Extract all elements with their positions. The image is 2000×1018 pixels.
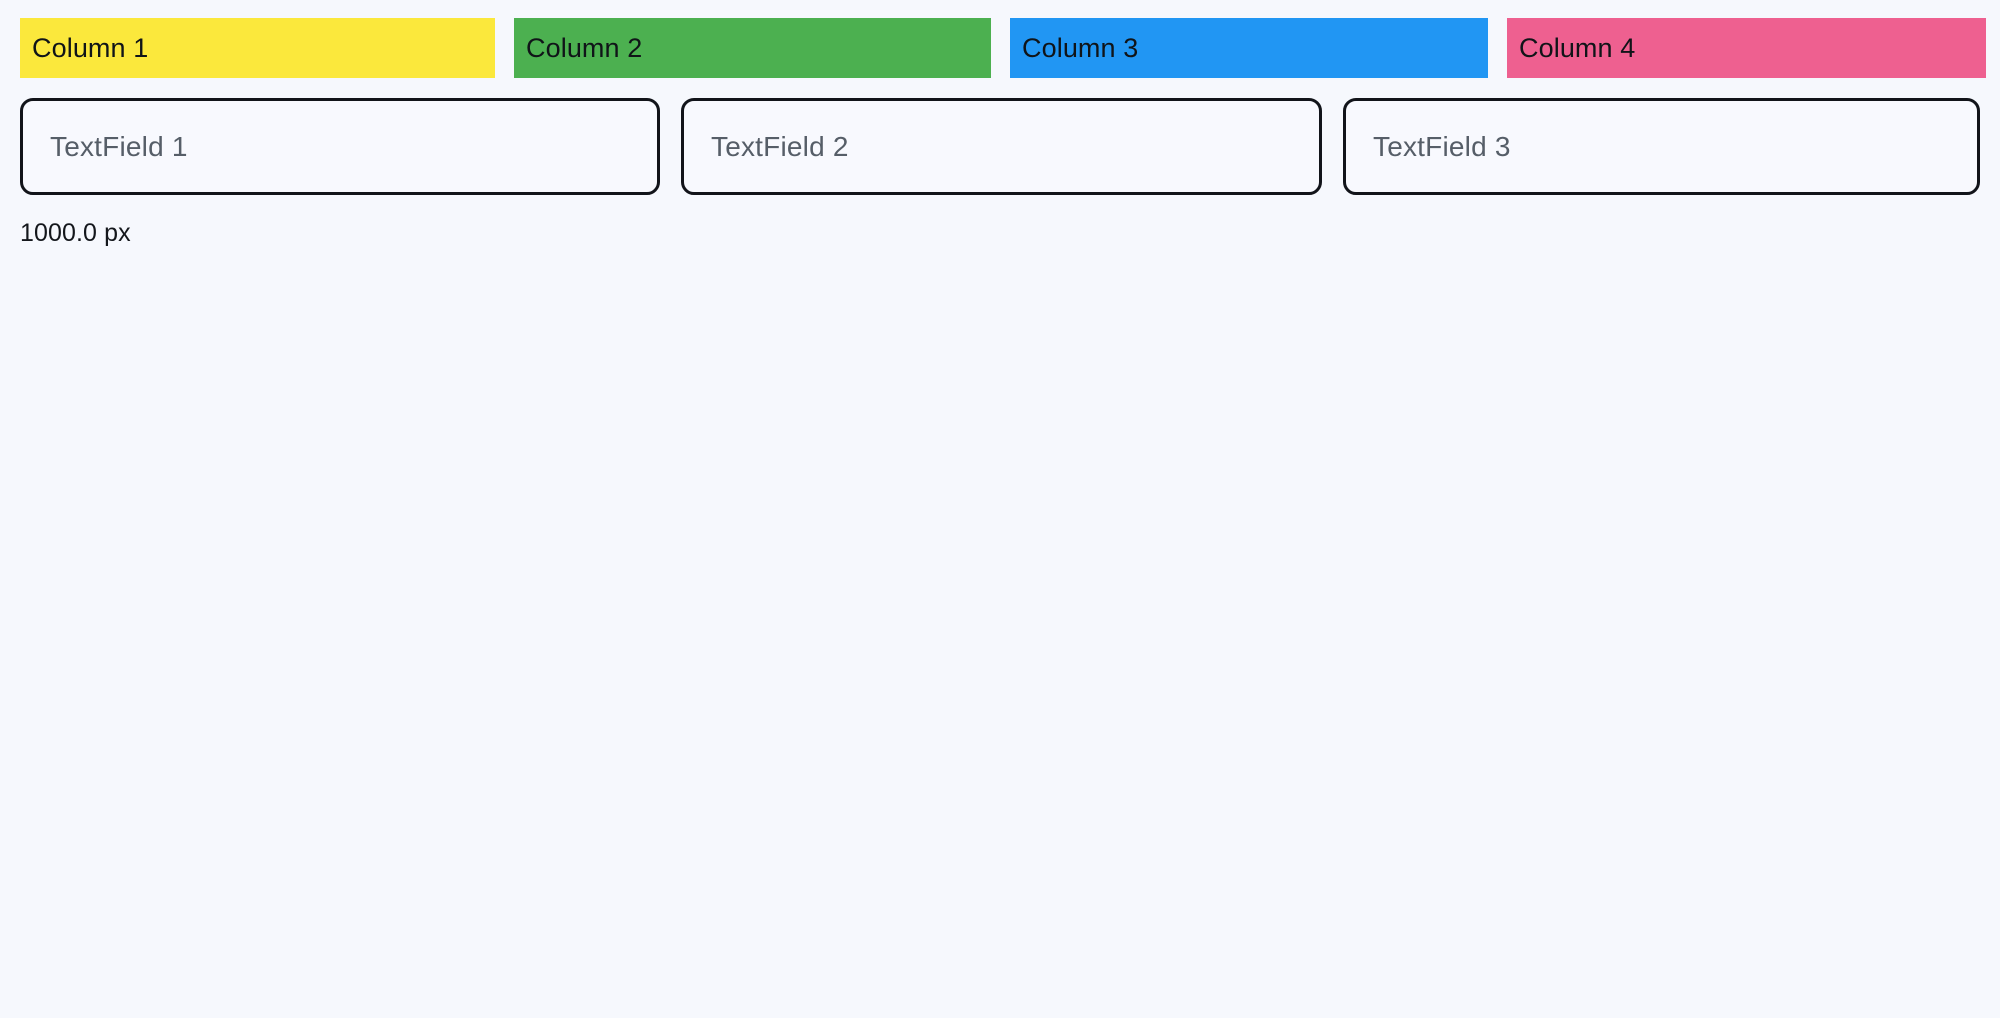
column-chip-2[interactable]: Column 2 xyxy=(514,18,991,78)
measurement-readout: 1000.0 px xyxy=(20,219,131,247)
textfield-2-placeholder: TextField 2 xyxy=(711,130,849,162)
textfield-3-placeholder: TextField 3 xyxy=(1373,130,1511,162)
columns-row: Column 1 Column 2 Column 3 Column 4 xyxy=(20,18,2000,78)
column-label-2: Column 2 xyxy=(526,32,643,63)
textfield-2[interactable]: TextField 2 xyxy=(681,98,1322,195)
empty-canvas-area xyxy=(0,288,2000,1018)
column-label-4: Column 4 xyxy=(1519,32,1636,63)
column-label-3: Column 3 xyxy=(1022,32,1139,63)
textfield-3[interactable]: TextField 3 xyxy=(1343,98,1980,195)
textfields-row: TextField 1 TextField 2 TextField 3 xyxy=(20,98,2000,195)
column-chip-1[interactable]: Column 1 xyxy=(20,18,495,78)
textfield-1-placeholder: TextField 1 xyxy=(50,130,188,162)
column-chip-3[interactable]: Column 3 xyxy=(1010,18,1488,78)
column-label-1: Column 1 xyxy=(32,32,149,63)
textfield-1[interactable]: TextField 1 xyxy=(20,98,660,195)
column-chip-4[interactable]: Column 4 xyxy=(1507,18,1986,78)
app-root: Column 1 Column 2 Column 3 Column 4 Text… xyxy=(0,18,2000,1018)
